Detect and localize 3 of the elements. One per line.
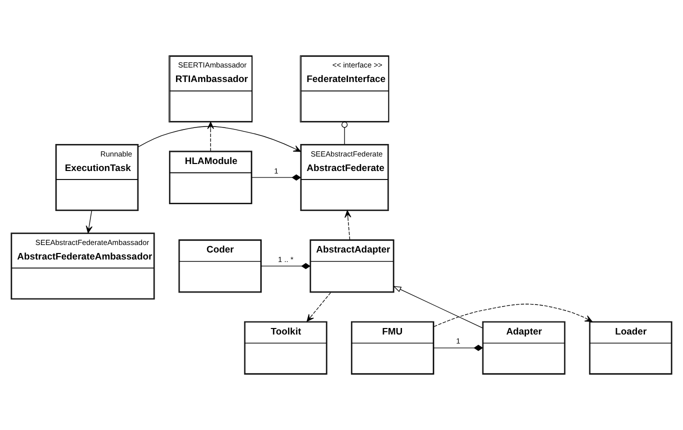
edge-label: 1 .. * [278, 254, 294, 264]
edge-label: 1 [456, 336, 460, 346]
edge-label: 1 [274, 166, 278, 176]
